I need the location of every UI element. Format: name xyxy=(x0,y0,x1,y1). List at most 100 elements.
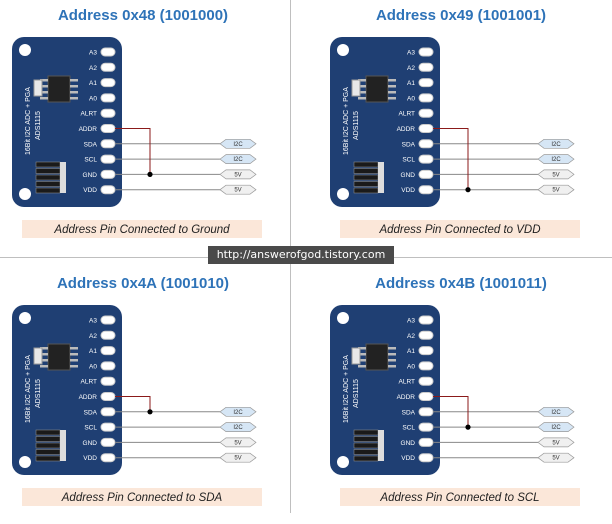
resistor xyxy=(35,429,61,436)
chip-lead xyxy=(358,85,366,88)
pin-pad xyxy=(100,62,116,72)
pin-pad xyxy=(100,361,116,371)
pin-label-sda: SDA xyxy=(402,409,416,416)
chip-label: ADS1115 xyxy=(353,379,360,408)
pin-label-vdd: VDD xyxy=(83,455,97,462)
pin-pad xyxy=(100,346,116,356)
resistor xyxy=(353,429,379,436)
pin-label-addr: ADDR xyxy=(397,126,416,133)
mount-hole xyxy=(337,312,349,324)
caption-background xyxy=(22,488,262,506)
chip-lead xyxy=(70,359,78,362)
signal-tag-gnd xyxy=(537,169,575,180)
resistor xyxy=(353,168,379,174)
resistor-pads xyxy=(60,430,66,461)
pin-pad xyxy=(100,93,116,103)
signal-tag-scl xyxy=(537,154,575,164)
pin-label-gnd: GND xyxy=(401,440,416,447)
resistor xyxy=(35,161,61,168)
chip-lead xyxy=(40,359,48,362)
pin-label-a1: A1 xyxy=(89,348,97,355)
quadrant-addr-0x4a: Address 0x4A (1001010)16Bit I2C ADC + PG… xyxy=(0,268,306,524)
pin-label-a0: A0 xyxy=(89,363,97,370)
board-label: 16Bit I2C ADC + PGA xyxy=(25,355,32,423)
pin-label-vdd: VDD xyxy=(401,187,415,194)
ads1115-chip xyxy=(47,343,71,371)
pin-pad xyxy=(100,437,116,447)
pin-label-alrt: ALRT xyxy=(81,111,98,118)
pin-label-a2: A2 xyxy=(89,333,97,340)
pin-label-a2: A2 xyxy=(407,333,415,340)
pin-label-a1: A1 xyxy=(89,80,97,87)
capacitor xyxy=(33,79,43,97)
pin-label-gnd: GND xyxy=(83,172,98,179)
addr-jumper-wire xyxy=(433,396,469,428)
resistor xyxy=(35,449,61,455)
pin-label-scl: SCL xyxy=(402,425,415,432)
resistor xyxy=(353,187,379,194)
ads1115-chip xyxy=(365,75,389,103)
mount-hole xyxy=(19,456,31,468)
chip-lead xyxy=(70,365,78,368)
pin-pad xyxy=(418,437,434,447)
pin-pad xyxy=(418,346,434,356)
signal-tag-scl xyxy=(219,422,257,432)
pin-pad xyxy=(418,78,434,88)
signal-tag-vdd xyxy=(219,452,257,463)
chip-lead xyxy=(40,353,48,356)
chip-lead xyxy=(388,347,396,350)
diagram-svg: Address 0x48 (1001000)16Bit I2C ADC + PG… xyxy=(12,7,262,238)
pin-label-addr: ADDR xyxy=(397,394,416,401)
pin-pad xyxy=(418,392,434,401)
pin-label-vdd: VDD xyxy=(401,455,415,462)
pin-label-a3: A3 xyxy=(89,318,97,325)
signal-tag-label: 5V xyxy=(234,456,241,462)
ads1115-chip xyxy=(365,343,389,371)
pin-pad xyxy=(100,124,116,133)
signal-tag-label: 5V xyxy=(552,172,559,178)
addr-jumper-wire xyxy=(115,396,151,412)
pin-pad xyxy=(100,108,116,118)
signal-tag-label: I2C xyxy=(551,425,561,431)
resistor xyxy=(35,436,61,442)
resistor-pads xyxy=(60,162,66,193)
chip-lead xyxy=(70,85,78,88)
mount-hole xyxy=(337,44,349,56)
chip-lead xyxy=(358,365,366,368)
diagram-svg: Address 0x4A (1001010)16Bit I2C ADC + PG… xyxy=(12,275,262,506)
junction-dot xyxy=(147,409,153,415)
signal-tag-label: I2C xyxy=(233,410,243,416)
chip-lead xyxy=(358,97,366,100)
pin-label-alrt: ALRT xyxy=(81,379,98,386)
signal-tag-gnd xyxy=(219,169,257,180)
pin-pad xyxy=(100,392,116,401)
chip-lead xyxy=(388,91,396,94)
chip-lead xyxy=(388,353,396,356)
pin-label-a0: A0 xyxy=(407,95,415,102)
signal-tag-gnd xyxy=(537,437,575,448)
chip-lead xyxy=(40,347,48,350)
resistor xyxy=(353,442,379,449)
signal-tag-label: 5V xyxy=(234,188,241,194)
pin-pad xyxy=(100,407,116,417)
signal-tag-sda xyxy=(219,138,257,149)
signal-tag-label: I2C xyxy=(551,410,561,416)
pin-label-sda: SDA xyxy=(84,141,98,148)
board-label: 16Bit I2C ADC + PGA xyxy=(25,87,32,155)
mount-hole xyxy=(19,312,31,324)
pin-pad xyxy=(100,185,116,195)
board-label: 16Bit I2C ADC + PGA xyxy=(343,87,350,155)
pin-pad xyxy=(418,361,434,371)
watermark-url: http://answerofgod.tistory.com xyxy=(208,246,394,264)
pin-label-sda: SDA xyxy=(402,141,416,148)
pin-pad xyxy=(418,330,434,340)
pin-label-gnd: GND xyxy=(83,440,98,447)
pin-pad xyxy=(100,453,116,463)
diagram-svg: Address 0x4B (1001011)16Bit I2C ADC + PG… xyxy=(330,275,580,506)
signal-tag-gnd xyxy=(219,437,257,448)
pin-label-a0: A0 xyxy=(407,363,415,370)
pin-label-sda: SDA xyxy=(84,409,98,416)
pin-label-alrt: ALRT xyxy=(399,379,416,386)
pin-label-scl: SCL xyxy=(84,425,97,432)
pin-pad xyxy=(418,407,434,417)
